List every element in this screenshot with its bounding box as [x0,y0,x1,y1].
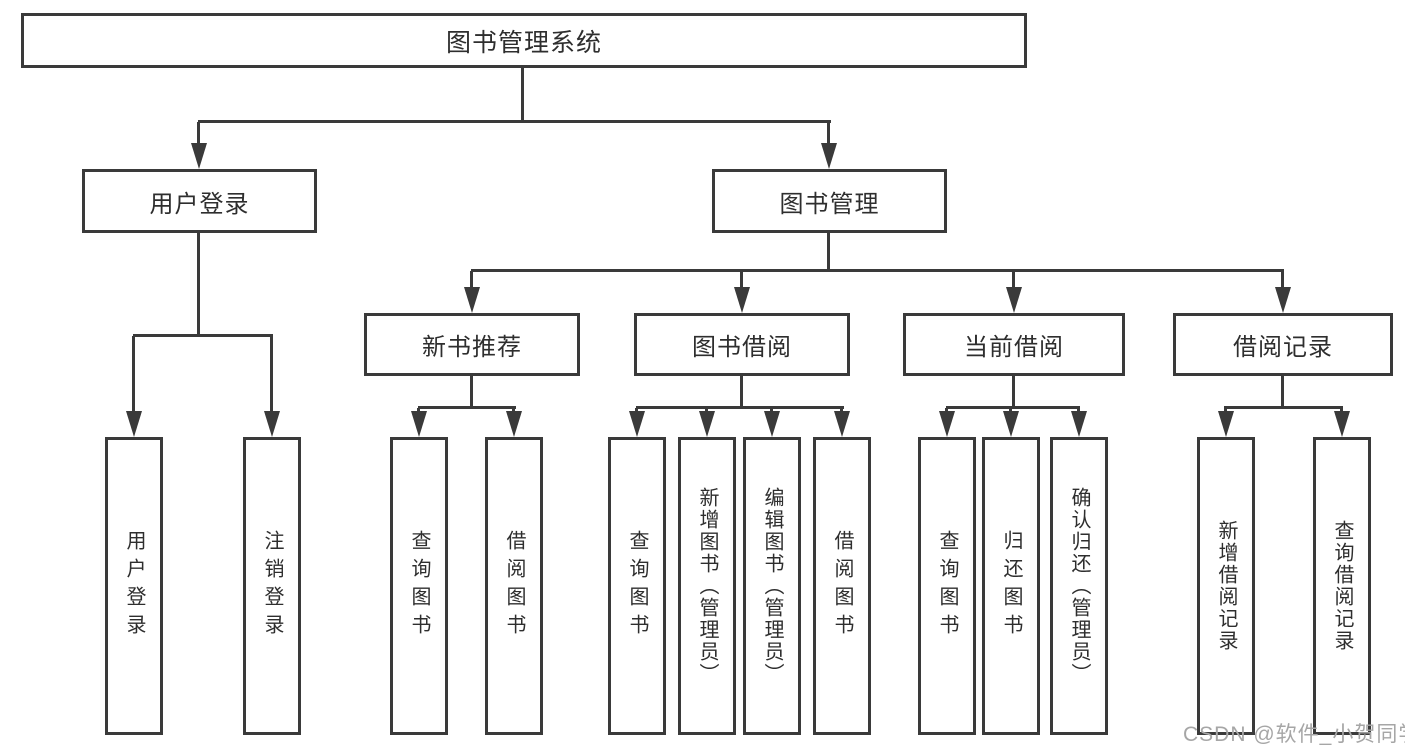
leaf-add-borrow-record-label: 新增借阅记录 [1215,520,1237,652]
connector-l3-down [1012,376,1015,408]
arrowhead-down-icon [764,411,780,437]
arrowhead-down-icon [191,143,207,169]
leaf-borrow-books-borrowing-label: 借阅图书 [831,530,853,642]
connector-l3-branch [946,406,1080,409]
arrowhead-down-icon [411,411,427,437]
arrowhead-down-icon [1006,287,1022,313]
connector-l3-stem [470,271,473,290]
arrowhead-down-icon [699,411,715,437]
csdn-watermark: CSDN @软件_小贺同学 [1183,723,1405,746]
connector-leaf-stem [132,336,135,413]
node-book-management-label: 图书管理 [779,190,880,218]
arrowhead-down-icon [464,287,480,313]
node-book-borrowing-label: 图书借阅 [692,334,792,361]
leaf-query-books-borrowing: 查询图书 [608,437,666,735]
node-user-login-label: 用户登录 [149,190,250,218]
arrowhead-down-icon [126,411,142,437]
connector-user-login-down [197,233,200,336]
connector-l3-down [470,376,473,408]
leaf-logout-login: 注销登录 [243,437,301,735]
connector-book-mgmt-down [827,233,830,271]
leaf-query-borrow-record: 查询借阅记录 [1313,437,1371,735]
leaf-borrow-books-recommend-label: 借阅图书 [503,530,525,642]
node-user-login: 用户登录 [82,169,317,233]
leaf-query-books-current: 查询图书 [918,437,976,735]
node-borrow-records-label: 借阅记录 [1233,334,1333,361]
connector-root-branch [198,120,831,123]
node-current-borrowing: 当前借阅 [903,313,1125,376]
connector-user-login-branch [133,334,273,337]
leaf-add-borrow-record: 新增借阅记录 [1197,437,1255,735]
arrowhead-down-icon [939,411,955,437]
leaf-borrow-books-borrowing: 借阅图书 [813,437,871,735]
leaf-query-books-recommend-label: 查询图书 [408,530,430,642]
connector-l3-branch [418,406,516,409]
arrowhead-down-icon [1334,411,1350,437]
arrowhead-down-icon [734,287,750,313]
arrowhead-down-icon [629,411,645,437]
node-borrow-records: 借阅记录 [1173,313,1393,376]
node-library-system: 图书管理系统 [21,13,1027,68]
node-current-borrowing-label: 当前借阅 [964,334,1064,361]
arrowhead-down-icon [1218,411,1234,437]
connector-l3-stem [740,271,743,290]
node-new-book-recommend-label: 新书推荐 [422,334,522,361]
leaf-confirm-return-admin: 确认归还（管理员） [1050,437,1108,735]
leaf-return-books-label: 归还图书 [1000,530,1022,642]
connector-l3-down [1281,376,1284,408]
leaf-query-books-borrowing-label: 查询图书 [626,530,648,642]
arrowhead-down-icon [821,143,837,169]
node-book-borrowing: 图书借阅 [634,313,850,376]
node-library-system-label: 图书管理系统 [445,28,602,57]
leaf-logout-login-label: 注销登录 [261,530,283,642]
leaf-edit-book-admin: 编辑图书（管理员） [743,437,801,735]
arrowhead-down-icon [1071,411,1087,437]
leaf-query-books-recommend: 查询图书 [390,437,448,735]
leaf-add-book-admin-label: 新增图书（管理员） [696,487,718,685]
arrowhead-down-icon [1003,411,1019,437]
connector-l3-down [740,376,743,408]
leaf-edit-book-admin-label: 编辑图书（管理员） [761,487,783,685]
arrowhead-down-icon [1275,287,1291,313]
connector-book-mgmt-branch [471,269,1284,272]
leaf-user-login-label: 用户登录 [123,530,145,642]
connector-book-mgmt-stem [827,122,830,145]
leaf-confirm-return-admin-label: 确认归还（管理员） [1068,487,1090,685]
connector-l3-stem [1281,271,1284,290]
connector-root-stem [521,68,524,122]
arrowhead-down-icon [506,411,522,437]
node-book-management: 图书管理 [712,169,947,233]
leaf-query-borrow-record-label: 查询借阅记录 [1331,520,1353,652]
node-new-book-recommend: 新书推荐 [364,313,580,376]
leaf-add-book-admin: 新增图书（管理员） [678,437,736,735]
arrowhead-down-icon [834,411,850,437]
connector-user-login-stem [197,122,200,145]
leaf-return-books: 归还图书 [982,437,1040,735]
leaf-query-books-current-label: 查询图书 [936,530,958,642]
connector-leaf-stem [270,336,273,413]
connector-l3-stem [1012,271,1015,290]
leaf-borrow-books-recommend: 借阅图书 [485,437,543,735]
connector-l3-branch [636,406,844,409]
arrowhead-down-icon [264,411,280,437]
connector-l3-branch [1224,406,1343,409]
leaf-user-login: 用户登录 [105,437,163,735]
